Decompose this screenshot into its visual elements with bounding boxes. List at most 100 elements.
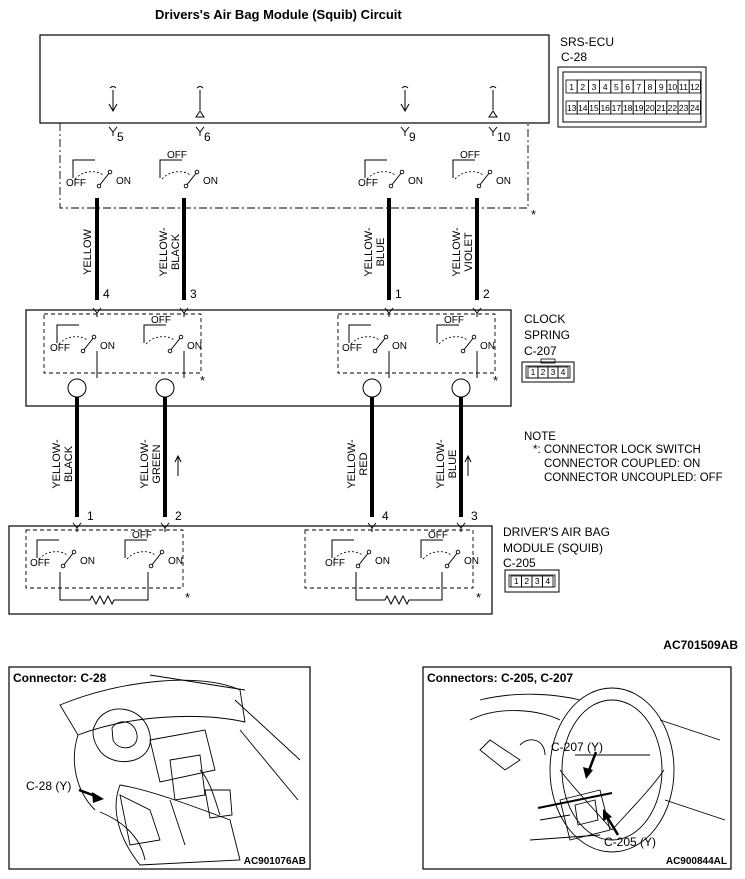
dashboard-sketch-left <box>59 674 301 866</box>
clock-spring-off-label-3: OFF <box>342 343 362 354</box>
clock-spring-coil-3 <box>362 378 382 398</box>
panel-left-code: AC901076AB <box>244 856 306 867</box>
c28-pin-21: 21 <box>656 103 666 113</box>
ecu-down-arrow-5 <box>108 103 118 113</box>
ecu-lock-switch-boundary <box>59 123 529 209</box>
clock-spring-label-line1: CLOCK <box>524 312 565 326</box>
lower-wire-label-1-line2: BLACK <box>63 445 75 482</box>
c28-pin-11: 11 <box>679 82 688 92</box>
ecu-on-label-2: ON <box>203 176 218 187</box>
c28-pin-9: 9 <box>659 82 664 92</box>
location-panel-c205-c207: Connectors: C-205, C-207 C-207 (Y) C-205… <box>422 666 732 870</box>
module-lock-region-left <box>25 529 184 589</box>
c28-pin-24: 24 <box>690 103 700 113</box>
diagram-code: AC701509AB <box>663 638 738 652</box>
c28-cell-24 <box>688 100 701 115</box>
clock-spring-on-label-3: ON <box>392 341 407 352</box>
clock-spring-lock-switch-1: OFF ON <box>50 324 115 354</box>
module-pin-4: 4 <box>382 509 389 523</box>
panel-left-callout: C-28 (Y) <box>26 779 71 793</box>
panel-right-title: Connectors: C-205, C-207 <box>427 671 573 685</box>
lower-wire-label-1: YELLOW-BLACK <box>51 439 75 489</box>
module-on-label-3: ON <box>375 556 390 567</box>
ecu-pin-9: 9 <box>409 130 416 144</box>
ecu-up-triangle-10 <box>488 110 498 118</box>
module-on-label-2: ON <box>168 556 183 567</box>
module-off-label-2: OFF <box>132 530 152 541</box>
module-label-line1: DRIVER'S AIR BAG <box>503 525 610 539</box>
module-lock-switch-3: OFF ON <box>325 539 390 569</box>
module-lock-switch-2: OFF ON <box>124 530 183 569</box>
lower-wire-label-2-line2: GREEN <box>151 444 163 483</box>
upper-wire-label-4-line2: VIOLET <box>463 232 475 271</box>
clock-spring-on-label-2: ON <box>187 341 202 352</box>
clock-spring-box <box>25 309 512 407</box>
module-pin-3: 3 <box>471 509 478 523</box>
ecu-off-label-4: OFF <box>460 150 480 161</box>
c28-cell-12 <box>688 79 701 94</box>
module-on-label-1: ON <box>80 556 95 567</box>
module-terminal-4 <box>367 522 377 532</box>
note-line-2: CONNECTOR COUPLED: ON <box>544 458 700 470</box>
c28-pin-17: 17 <box>612 103 622 113</box>
upper-wire-label-3: YELLOW-BLUE <box>363 227 387 277</box>
clock-spring-terminal-4 <box>92 307 102 317</box>
upper-wire-label-2-line2: BLACK <box>170 233 182 270</box>
ecu-off-label-2: OFF <box>167 150 187 161</box>
module-connector-id: C-205 <box>503 556 536 570</box>
ecu-lead-break-6 <box>196 86 204 89</box>
clock-spring-pin-3: 3 <box>190 287 197 301</box>
upper-wire-label-4-line1: YELLOW- <box>451 227 463 277</box>
c28-pin-8: 8 <box>648 82 653 92</box>
panel-right-callout-bottom: C-205 (Y) <box>604 835 656 849</box>
c28-pin-1: 1 <box>569 82 574 92</box>
module-terminal-1 <box>72 522 82 532</box>
module-off-label-1: OFF <box>30 558 50 569</box>
ecu-terminal-10 <box>488 126 498 136</box>
c28-pin-13: 13 <box>567 103 577 113</box>
module-terminal-2 <box>160 522 170 532</box>
clock-spring-coil-2 <box>155 378 175 398</box>
module-pin-2: 2 <box>175 509 182 523</box>
clock-spring-pin-2: 2 <box>483 287 490 301</box>
clock-spring-on-label-4: ON <box>480 341 495 352</box>
lower-wire-label-4-line2: BLUE <box>447 450 459 479</box>
upper-wire-label-2: YELLOW-BLACK <box>158 227 182 277</box>
c207-pin-1: 1 <box>531 367 536 377</box>
lower-wire-label-4-line1: YELLOW- <box>435 439 447 489</box>
c205-pin-4: 4 <box>545 576 550 586</box>
c28-pin-12: 12 <box>690 82 700 92</box>
lower-wire-label-1-line1: YELLOW- <box>51 439 63 489</box>
module-on-label-4: ON <box>464 556 479 567</box>
clock-spring-on-label-1: ON <box>100 341 115 352</box>
module-off-label-3: OFF <box>325 558 345 569</box>
lower-wire-label-4: YELLOW-BLUE <box>435 439 459 489</box>
upper-wire-label-3-line1: YELLOW- <box>363 227 375 277</box>
c28-pin-6: 6 <box>625 82 630 92</box>
module-lock-switch-1: OFF ON <box>30 539 95 569</box>
c205-pin-3: 3 <box>535 576 540 586</box>
ecu-lock-switch-asterisk: * <box>531 207 536 222</box>
ecu-lock-switch-2: OFF ON <box>159 150 218 189</box>
clock-spring-off-label-1: OFF <box>50 343 70 354</box>
clock-spring-off-label-2: OFF <box>151 315 171 326</box>
upper-wire-label-4: YELLOW-VIOLET <box>451 227 475 277</box>
srs-ecu-box <box>39 34 550 124</box>
lower-wire-label-3-line2: RED <box>358 452 370 475</box>
ecu-on-label-1: ON <box>116 176 131 187</box>
current-direction-arrow-1 <box>174 454 182 476</box>
ecu-off-label-3: OFF <box>358 178 378 189</box>
panel-right-code: AC900844AL <box>666 856 727 867</box>
c205-pin-2: 2 <box>524 576 529 586</box>
module-asterisk-left: * <box>185 590 190 605</box>
c28-pin-7: 7 <box>636 82 641 92</box>
ecu-terminal-6 <box>195 126 205 136</box>
module-asterisk-right: * <box>476 590 481 605</box>
